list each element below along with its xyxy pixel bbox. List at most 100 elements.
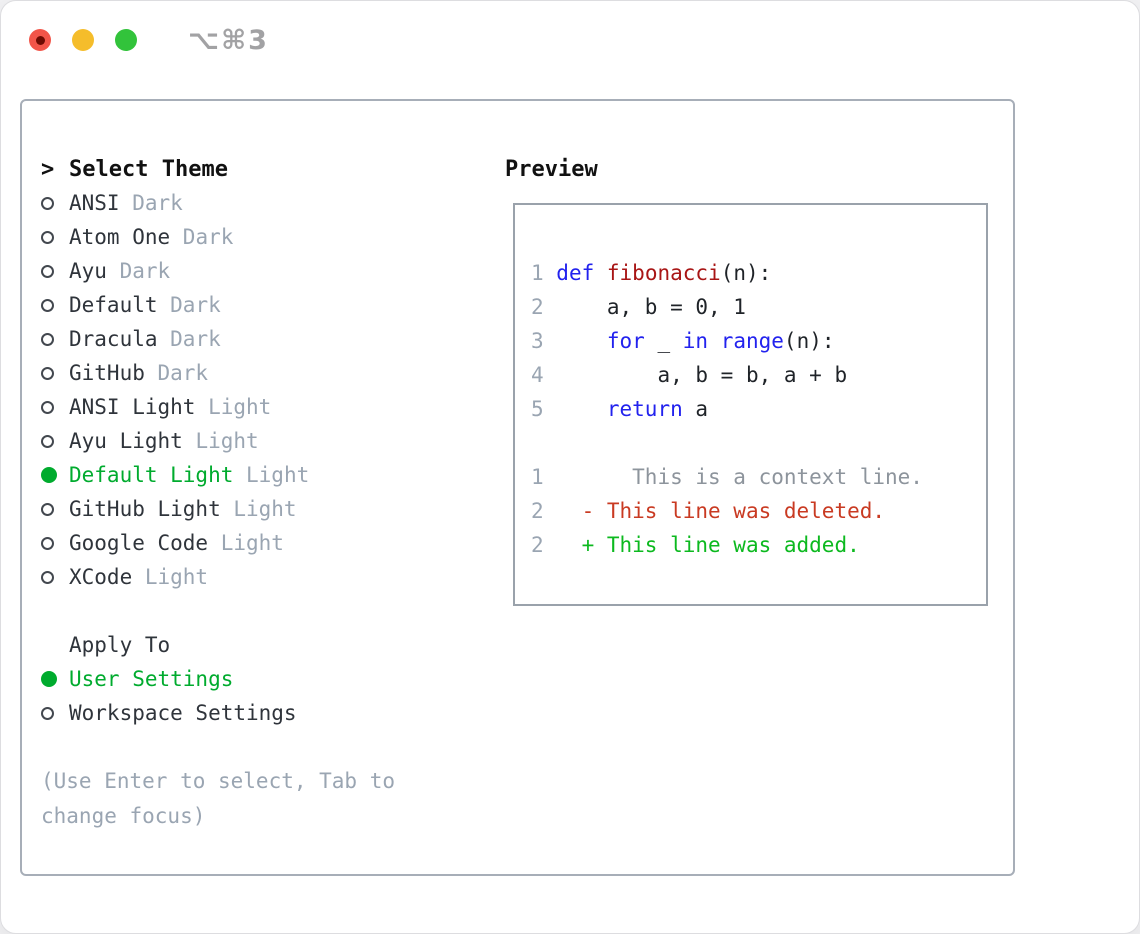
code-token: _	[644, 329, 683, 353]
help-text: (Use Enter to select, Tab to change focu…	[41, 769, 396, 828]
theme-option-default-light[interactable]: Default Light Light	[41, 458, 505, 492]
deleted-line: 2 - This line was deleted.	[531, 494, 986, 528]
theme-variant: Dark	[170, 225, 234, 249]
theme-name: XCode	[69, 565, 133, 589]
titlebar: ⌥⌘3	[1, 1, 1139, 79]
line-number: 4	[531, 363, 557, 387]
zoom-button[interactable]	[115, 29, 137, 51]
theme-option-ayu[interactable]: Ayu Dark	[41, 254, 505, 288]
radio-icon	[41, 434, 69, 448]
radio-icon	[41, 536, 69, 550]
code-token: fibonacci	[606, 261, 721, 285]
theme-option-github-light[interactable]: GitHub Light Light	[41, 492, 505, 526]
close-button[interactable]	[29, 29, 51, 51]
select-theme-title: Select Theme	[69, 156, 228, 182]
theme-option-ansi-light[interactable]: ANSI Light Light	[41, 390, 505, 424]
theme-name: GitHub Light	[69, 497, 221, 521]
apply-option-label: User Settings	[69, 667, 234, 691]
theme-variant: Dark	[157, 293, 221, 317]
theme-name: Default	[69, 293, 158, 317]
radio-icon	[41, 230, 69, 244]
theme-option-xcode[interactable]: XCode Light	[41, 560, 505, 594]
added-text: + This line was added.	[556, 533, 860, 557]
line-number: 2	[531, 533, 557, 557]
apply-option-label: Workspace Settings	[69, 701, 297, 725]
theme-variant: Light	[233, 463, 310, 487]
line-number: 5	[531, 397, 557, 421]
apply-option-workspace-settings[interactable]: Workspace Settings	[41, 696, 505, 730]
line-number: 3	[531, 329, 557, 353]
code-token: a, b = b, a + b	[556, 363, 848, 387]
theme-option-google-code[interactable]: Google Code Light	[41, 526, 505, 560]
radio-icon	[41, 298, 69, 312]
theme-option-ayu-light[interactable]: Ayu Light Light	[41, 424, 505, 458]
code-token: range	[720, 329, 784, 353]
code-line: 5 return a	[531, 392, 986, 426]
code-token: a	[682, 397, 709, 421]
radio-icon	[41, 264, 69, 278]
theme-name: GitHub	[69, 361, 145, 385]
theme-variant: Dark	[119, 191, 183, 215]
theme-variant: Light	[220, 497, 297, 521]
theme-name: Dracula	[69, 327, 158, 351]
code-token	[556, 397, 607, 421]
line-number: 1	[531, 261, 557, 285]
theme-variant: Dark	[157, 327, 221, 351]
code-line: 3 for _ in range(n):	[531, 324, 986, 358]
minimize-button[interactable]	[72, 29, 94, 51]
code-token: return	[606, 397, 683, 421]
theme-name: Ayu	[69, 259, 107, 283]
context-text: This is a context line.	[556, 465, 923, 489]
preview-title: Preview	[505, 156, 598, 182]
theme-name: ANSI	[69, 191, 120, 215]
theme-name: Google Code	[69, 531, 209, 555]
theme-option-github[interactable]: GitHub Dark	[41, 356, 505, 390]
radio-icon	[41, 332, 69, 346]
theme-option-default[interactable]: Default Dark	[41, 288, 505, 322]
unsaved-dot-icon	[35, 35, 45, 45]
code-token: a, b = 0, 1	[556, 295, 746, 319]
context-line: 1 This is a context line.	[531, 460, 986, 494]
theme-variant: Light	[132, 565, 209, 589]
radio-selected-icon	[41, 467, 69, 483]
focus-cursor-icon: >	[41, 156, 55, 182]
apply-option-user-settings[interactable]: User Settings	[41, 662, 505, 696]
window-hotkey-label: ⌥⌘3	[188, 24, 269, 56]
code-token: (n):	[783, 329, 835, 353]
apply-to-title: Apply To	[69, 633, 171, 657]
theme-option-dracula[interactable]: Dracula Dark	[41, 322, 505, 356]
code-line: 2 a, b = 0, 1	[531, 290, 986, 324]
code-token: for	[606, 329, 645, 353]
theme-variant: Light	[182, 429, 259, 453]
apply-to-header: Apply To	[41, 628, 505, 662]
theme-name: Atom One	[69, 225, 171, 249]
line-number: 2	[531, 499, 557, 523]
theme-variant: Dark	[144, 361, 209, 385]
deleted-text: - This line was deleted.	[556, 499, 886, 523]
code-token: (n):	[720, 261, 772, 285]
code-token: def	[556, 261, 595, 285]
theme-variant: Light	[195, 395, 272, 419]
radio-icon	[41, 706, 69, 720]
code-line: 1 def fibonacci(n):	[531, 256, 986, 290]
code-token	[708, 329, 721, 353]
radio-icon	[41, 196, 69, 210]
preview-panel: Preview 1 def fibonacci(n):2 a, b = 0, 1…	[505, 152, 1013, 874]
theme-option-atom-one[interactable]: Atom One Dark	[41, 220, 505, 254]
theme-variant: Dark	[106, 259, 171, 283]
radio-selected-icon	[41, 671, 69, 687]
code-token	[556, 329, 607, 353]
radio-icon	[41, 570, 69, 584]
radio-icon	[41, 502, 69, 516]
blank-line	[531, 426, 986, 460]
radio-icon	[41, 400, 69, 414]
radio-icon	[41, 366, 69, 380]
theme-name: Default Light	[69, 463, 234, 487]
theme-option-ansi[interactable]: ANSI Dark	[41, 186, 505, 220]
